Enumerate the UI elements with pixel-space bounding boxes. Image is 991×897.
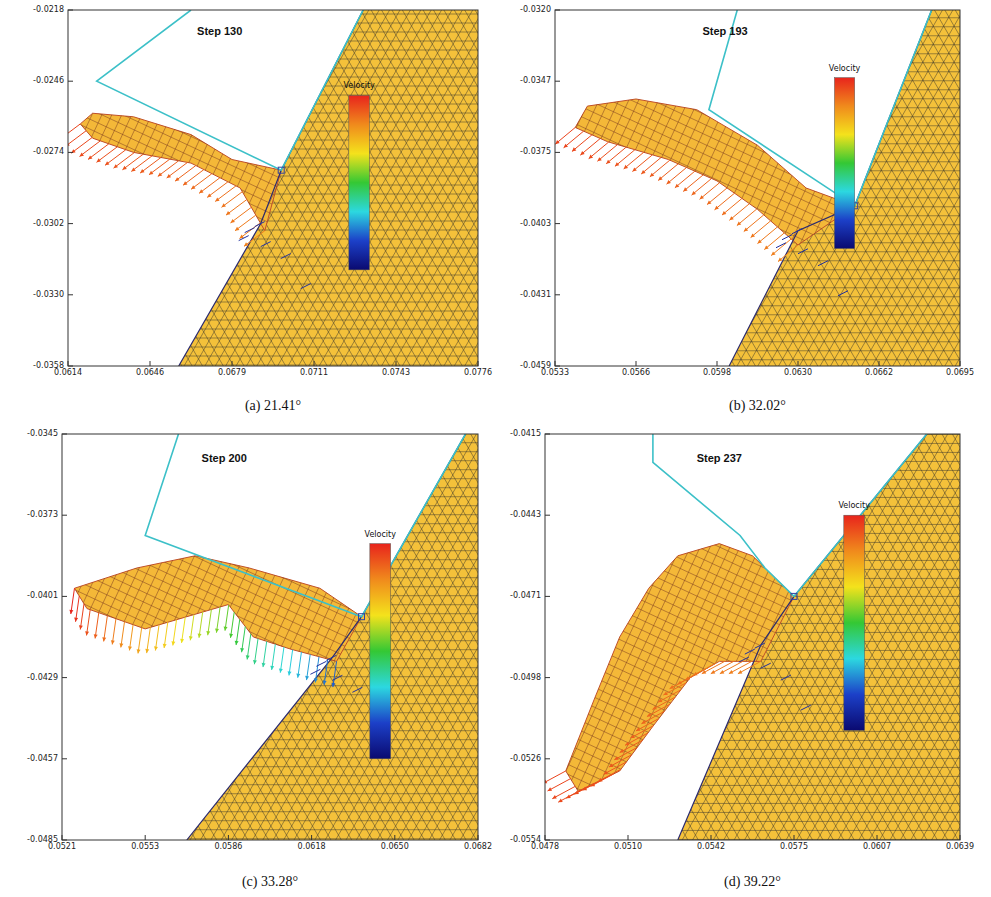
step-label: Step 130: [197, 25, 242, 37]
x-tick-label: 0.0679: [218, 369, 246, 378]
y-tick-label: -0.0471: [510, 592, 541, 601]
step-label: Step 193: [702, 25, 747, 37]
panel-caption: (c) 33.28°: [242, 874, 298, 889]
chip-mesh: [575, 99, 854, 245]
simulation-panel: [62, 434, 478, 840]
y-tick-label: -0.0373: [27, 511, 58, 520]
panel-caption: (d) 39.22°: [724, 874, 781, 889]
x-tick-label: 0.0695: [946, 369, 974, 378]
cutting-tool: [97, 10, 364, 170]
x-tick-label: 0.0614: [54, 369, 82, 378]
plot-frame: [555, 10, 960, 366]
x-tick-label: 0.0586: [214, 843, 242, 852]
x-tick-label: 0.0575: [780, 843, 808, 852]
y-tick-label: -0.0415: [510, 430, 541, 439]
chip-mesh: [80, 113, 281, 230]
cutting-tool: [145, 434, 465, 617]
y-tick-label: -0.0443: [510, 511, 541, 520]
x-tick-label: 0.0566: [622, 369, 650, 378]
velocity-colorbar: [349, 95, 370, 269]
cutting-tool: [653, 434, 927, 596]
plot-frame: [68, 10, 478, 366]
x-tick-label: 0.0521: [48, 843, 76, 852]
x-tick-label: 0.0711: [300, 369, 328, 378]
legend-title: Velocity: [365, 530, 396, 539]
simulation-panel: [545, 434, 960, 840]
y-tick-label: -0.0274: [33, 148, 64, 157]
velocity-colorbar: [834, 78, 854, 249]
x-tick-label: 0.0607: [863, 843, 891, 852]
x-tick-label: 0.0650: [381, 843, 409, 852]
simulation-panel: [555, 10, 960, 366]
x-tick-label: 0.0510: [614, 843, 642, 852]
y-tick-label: -0.0498: [510, 673, 541, 682]
x-tick-label: 0.0533: [541, 369, 569, 378]
legend-title: Velocity: [829, 64, 860, 73]
y-tick-label: -0.0347: [520, 77, 551, 86]
chip-mesh: [74, 556, 361, 662]
y-tick-label: -0.0457: [27, 754, 58, 763]
simulation-panel: [68, 10, 478, 366]
y-tick-label: -0.0431: [520, 290, 551, 299]
plot-frame: [545, 434, 960, 840]
x-tick-label: 0.0639: [946, 843, 974, 852]
y-tick-label: -0.0302: [33, 219, 64, 228]
velocity-arrows: [68, 124, 311, 289]
y-tick-label: -0.0330: [33, 290, 64, 299]
y-tick-label: -0.0246: [33, 77, 64, 86]
step-label: Step 200: [202, 452, 247, 464]
x-tick-label: 0.0478: [531, 843, 559, 852]
cutting-tool: [709, 10, 932, 206]
velocity-colorbar: [844, 515, 865, 730]
y-tick-label: -0.0345: [27, 430, 58, 439]
panel-caption: (b) 32.02°: [729, 398, 786, 413]
x-tick-label: 0.0630: [784, 369, 812, 378]
panel-caption: (a) 21.41°: [245, 398, 301, 413]
x-tick-label: 0.0542: [697, 843, 725, 852]
x-tick-label: 0.0743: [382, 369, 410, 378]
x-tick-label: 0.0646: [136, 369, 164, 378]
y-tick-label: -0.0375: [520, 148, 551, 157]
velocity-colorbar: [370, 544, 391, 759]
velocity-arrows: [69, 588, 382, 722]
y-tick-label: -0.0320: [520, 6, 551, 15]
y-tick-label: -0.0218: [33, 6, 64, 15]
x-tick-label: 0.0662: [865, 369, 893, 378]
y-tick-label: -0.0403: [520, 219, 551, 228]
x-tick-label: 0.0618: [298, 843, 326, 852]
velocity-arrows: [555, 127, 848, 295]
y-tick-label: -0.0526: [510, 754, 541, 763]
step-label: Step 237: [697, 452, 742, 464]
velocity-arrows: [545, 643, 811, 802]
y-tick-label: -0.0429: [27, 673, 58, 682]
x-tick-label: 0.0553: [131, 843, 159, 852]
legend-title: Velocity: [343, 82, 374, 91]
x-tick-label: 0.0598: [703, 369, 731, 378]
x-tick-label: 0.0776: [464, 369, 492, 378]
plot-frame: [62, 434, 478, 840]
x-tick-label: 0.0682: [464, 843, 492, 852]
y-tick-label: -0.0401: [27, 592, 58, 601]
legend-title: Velocity: [838, 502, 869, 511]
